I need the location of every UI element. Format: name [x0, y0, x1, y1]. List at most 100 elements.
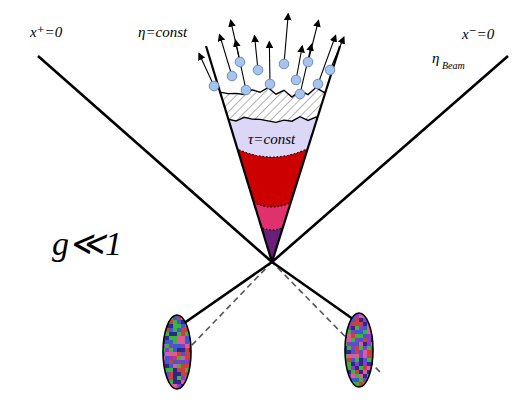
drawing-part: [351, 326, 355, 330]
drawing-part: [272, 46, 340, 262]
drawing-part: [351, 386, 355, 390]
drawing-part: [165, 356, 169, 360]
drawing-part: [169, 348, 173, 352]
drawing-part: [359, 374, 363, 378]
drawing-part: [355, 338, 359, 342]
drawing-part: [161, 320, 165, 324]
drawing-part: [181, 348, 185, 352]
drawing-part: [363, 338, 367, 342]
drawing-part: [363, 330, 367, 334]
drawing-part: [241, 85, 251, 95]
drawing-part: [199, 54, 214, 86]
drawing-part: [173, 380, 177, 384]
drawing-part: [347, 346, 351, 350]
drawing-part: [367, 334, 371, 338]
drawing-part: [181, 352, 185, 356]
drawing-part: [355, 370, 359, 374]
drawing-part: [209, 81, 219, 91]
drawing-part: [313, 79, 323, 89]
drawing-part: [371, 382, 375, 386]
drawing-part: [173, 324, 177, 328]
drawing-part: [177, 348, 181, 352]
drawing-part: [343, 310, 347, 314]
drawing-part: [177, 352, 181, 356]
drawing-part: [347, 314, 351, 318]
drawing-part: [165, 336, 169, 340]
drawing-part: [359, 370, 363, 374]
drawing-part: [347, 362, 351, 366]
drawing-part: [363, 310, 367, 314]
drawing-part: [371, 378, 375, 382]
drawing-part: [343, 378, 347, 382]
drawing-part: [173, 376, 177, 380]
drawing-part: [185, 388, 189, 392]
drawing-part: [367, 314, 371, 318]
drawing-part: [359, 358, 363, 362]
drawing-part: [367, 354, 371, 358]
drawing-part: [165, 348, 169, 352]
drawing-part: [181, 364, 185, 368]
math-label: Beam: [442, 60, 465, 72]
drawing-part: [355, 358, 359, 362]
drawing-part: [355, 366, 359, 370]
drawing-part: [359, 318, 363, 322]
drawing-part: [169, 372, 173, 376]
drawing-part: [227, 71, 237, 81]
drawing-part: [181, 388, 185, 392]
drawing-part: [177, 344, 181, 348]
drawing-part: [359, 334, 363, 338]
drawing-part: [347, 334, 351, 338]
drawing-part: [173, 320, 177, 324]
drawing-part: [325, 65, 335, 75]
drawing-part: [165, 340, 169, 344]
drawing-part: [279, 59, 289, 69]
drawing-part: [196, 30, 352, 124]
drawing-part: [185, 336, 189, 340]
drawing-part: [185, 364, 189, 368]
drawing-part: [181, 372, 185, 376]
drawing-part: [177, 360, 181, 364]
drawing-part: [347, 338, 351, 342]
drawing-part: [355, 330, 359, 334]
drawing-part: [185, 340, 189, 344]
drawing-part: [355, 362, 359, 366]
tau-band: [192, 151, 352, 272]
drawing-part: [177, 356, 181, 360]
drawing-part: [169, 328, 173, 332]
drawing-part: [177, 380, 181, 384]
drawing-part: [367, 362, 371, 366]
drawing-part: [177, 364, 181, 368]
drawing-part: [173, 372, 177, 376]
drawing-part: [363, 374, 367, 378]
drawing-part: [169, 376, 173, 380]
drawing-part: [161, 384, 165, 388]
drawing-part: [173, 344, 177, 348]
drawing-part: [367, 386, 371, 390]
nucleus: [343, 310, 375, 390]
drawing-part: [189, 324, 193, 328]
drawing-part: [231, 21, 240, 62]
drawing-part: [165, 388, 169, 392]
drawing-part: [351, 374, 355, 378]
drawing-part: [359, 378, 363, 382]
tau-band: [192, 120, 352, 272]
drawing-part: [363, 386, 367, 390]
drawing-part: [347, 310, 351, 314]
drawing-part: [371, 374, 375, 378]
drawing-part: [185, 360, 189, 364]
particles: [209, 57, 335, 99]
drawing-part: [177, 332, 181, 336]
drawing-part: [351, 362, 355, 366]
drawing-part: [173, 368, 177, 372]
nucleus-outline: [345, 313, 373, 387]
drawing-part: [295, 89, 305, 99]
drawing-part: [291, 75, 301, 85]
drawing-part: [359, 366, 363, 370]
drawing-part: [355, 334, 359, 338]
drawing-part: [206, 46, 272, 262]
drawing-part: [181, 336, 185, 340]
drawing-part: [330, 37, 344, 70]
drawing-part: [177, 328, 181, 332]
drawing-part: [181, 344, 185, 348]
drawing-part: [189, 380, 193, 384]
